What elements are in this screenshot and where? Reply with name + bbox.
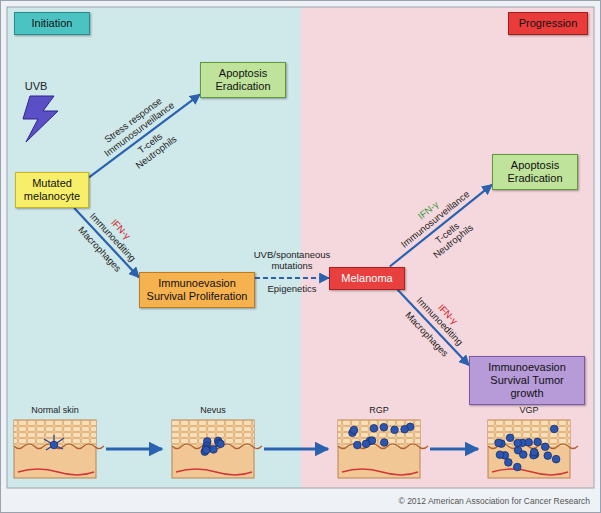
- arrow-connector: [89, 94, 200, 177]
- melanocyte: [380, 423, 388, 431]
- arrow-connector: [397, 290, 469, 366]
- uvb-bolt: [23, 96, 58, 142]
- stage-arrow: [264, 448, 328, 451]
- caption-label: VGP: [519, 405, 538, 416]
- stage-arrow: [430, 448, 478, 451]
- epidermis: [488, 420, 570, 446]
- melanocyte: [505, 459, 513, 467]
- skin-panels: [14, 420, 578, 478]
- melanocyte: [541, 443, 549, 451]
- melanocyte: [525, 439, 533, 447]
- box-text: Initiation: [20, 17, 84, 30]
- skin-panel: [488, 420, 578, 478]
- outcome-box: Apoptosis Eradication: [200, 62, 286, 98]
- skin-panel: [338, 420, 428, 478]
- dermis: [488, 420, 570, 478]
- arrow-label: Epigenetics: [267, 283, 316, 294]
- box-text: Immunoevasion Survival Proliferation: [145, 277, 249, 303]
- melanocyte: [519, 451, 527, 459]
- dermis: [172, 420, 254, 478]
- melanocyte: [202, 446, 210, 454]
- skin-panel: [172, 420, 262, 478]
- melanocyte: [50, 441, 58, 449]
- tumor-box: Melanoma: [329, 267, 405, 290]
- phase-tag: Progression: [508, 12, 588, 35]
- box-text: Progression: [514, 17, 582, 30]
- melanocyte: [514, 439, 522, 447]
- progression-region: [301, 7, 594, 488]
- melanocyte: [217, 440, 225, 448]
- outcome-box: Immunoevasion Survival Proliferation: [139, 272, 255, 308]
- melanocyte: [391, 426, 399, 434]
- melanocyte: [496, 451, 504, 459]
- melanocyte: [362, 440, 370, 448]
- melanocyte: [370, 424, 378, 432]
- dermis: [14, 420, 96, 478]
- box-text: Apoptosis Eradication: [498, 159, 572, 185]
- caption-label: RGP: [369, 405, 389, 416]
- melanocyte: [354, 441, 362, 449]
- vessel: [176, 469, 252, 475]
- arrow-label: UVB/spontaneous mutations: [252, 249, 332, 271]
- caption-label: Nevus: [200, 405, 226, 416]
- skin-panel: [14, 420, 104, 478]
- melanocyte: [350, 426, 358, 434]
- epidermis: [172, 420, 254, 446]
- cell-box: Mutated melanocyte: [15, 172, 89, 208]
- arrow-connector: [390, 185, 492, 267]
- caption-label: UVB: [25, 81, 48, 92]
- box-text: Melanoma: [335, 272, 399, 285]
- stage-arrow: [106, 448, 162, 451]
- melanocyte: [506, 434, 514, 442]
- initiation-region: [7, 7, 301, 488]
- vessel: [18, 469, 94, 475]
- outcome-box: Apoptosis Eradication: [492, 154, 578, 190]
- vessel: [342, 469, 418, 475]
- region-border: [7, 7, 594, 488]
- arrow-connector: [255, 277, 329, 279]
- dermis: [338, 420, 420, 478]
- outcome-box: Immunoevasion Survival Tumor growth: [469, 356, 585, 405]
- melanocyte: [495, 439, 503, 447]
- melanocyte: [513, 463, 521, 471]
- epidermis: [338, 420, 420, 446]
- phase-tag: Initiation: [14, 12, 90, 35]
- melanocyte: [380, 439, 388, 447]
- melanocyte: [544, 452, 552, 460]
- basement-membrane: [14, 444, 104, 449]
- melanocyte: [401, 425, 409, 433]
- box-text: Apoptosis Eradication: [206, 67, 280, 93]
- vessel: [492, 469, 568, 475]
- melanocyte: [552, 455, 560, 463]
- arrow-connector: [74, 208, 139, 277]
- caption-label: Normal skin: [31, 405, 79, 416]
- melanocyte: [550, 425, 558, 433]
- melanocyte: [210, 446, 218, 454]
- box-text: Immunoevasion Survival Tumor growth: [475, 361, 579, 400]
- melanocyte: [530, 448, 538, 456]
- melanocyte: [534, 438, 542, 446]
- caption-label: © 2012 American Association for Cancer R…: [399, 496, 590, 507]
- box-text: Mutated melanocyte: [21, 177, 83, 203]
